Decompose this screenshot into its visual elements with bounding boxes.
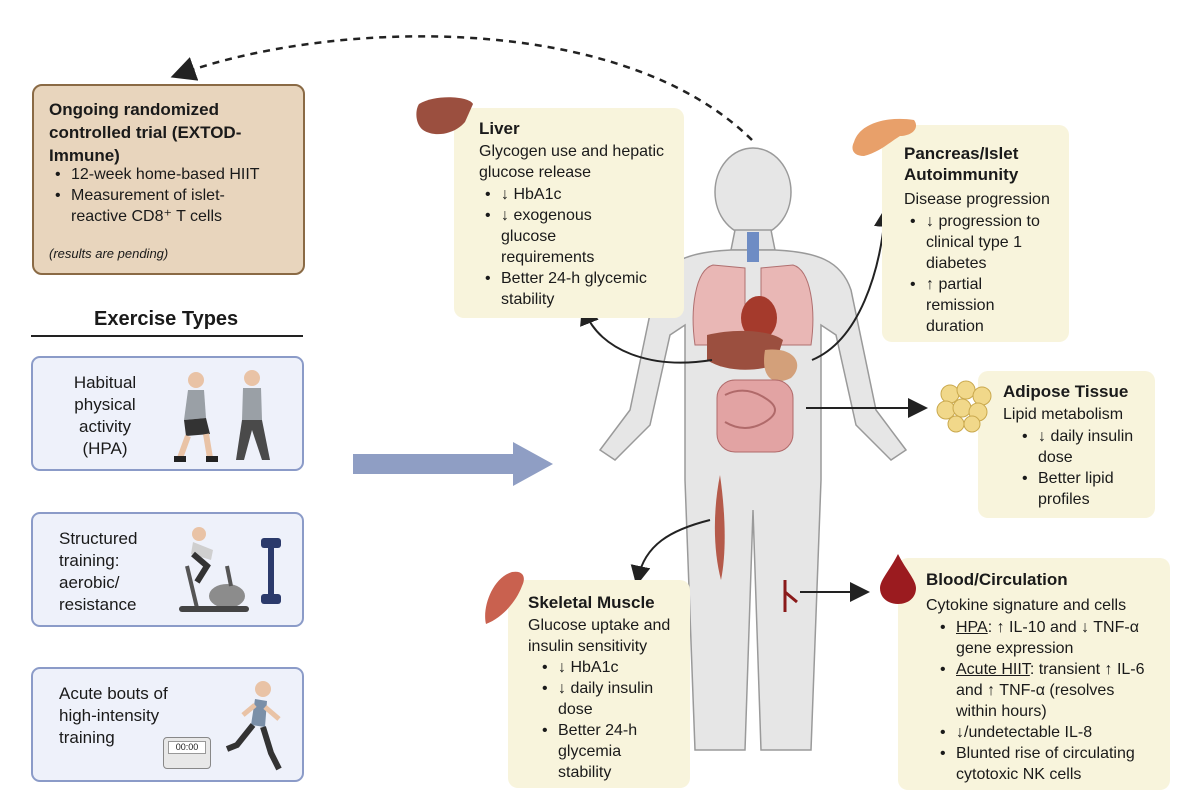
blood-item: Blunted rise of circulating cytotoxic NK… xyxy=(934,743,1159,785)
exercise-type-label: Acute bouts of high-intensity training xyxy=(59,684,168,747)
trial-box: Ongoing randomized controlled trial (EXT… xyxy=(32,84,305,275)
heading-divider xyxy=(31,335,303,337)
pancreas-box: Pancreas/Islet Autoimmunity Disease prog… xyxy=(882,125,1069,342)
exercise-type-hpa: Habitual physical activity (HPA) xyxy=(31,356,304,471)
adipose-title: Adipose Tissue xyxy=(1003,382,1129,401)
stopwatch-icon: 00:00 xyxy=(163,737,211,769)
squat-person-icon xyxy=(174,372,218,462)
pancreas-list: ↓ progression to clinical type 1 diabete… xyxy=(904,211,1054,337)
liver-title: Liver xyxy=(479,119,520,138)
adipose-list: ↓ daily insulin dose Better lipid profil… xyxy=(1016,426,1146,510)
pancreas-item: ↓ progression to clinical type 1 diabete… xyxy=(904,211,1054,274)
liver-list: ↓ HbA1c ↓ exogenous glucose requirements… xyxy=(479,184,679,310)
exercise-type-label: Structured training: aerobic/ resistance xyxy=(59,529,138,614)
blood-subtitle: Cytokine signature and cells xyxy=(926,597,1127,614)
exercise-to-body-arrow xyxy=(353,442,553,486)
runner-icon xyxy=(225,681,282,771)
exercise-heading: Exercise Types xyxy=(94,308,239,330)
adipose-box: Adipose Tissue Lipid metabolism ↓ daily … xyxy=(978,371,1155,518)
blood-item-text: : transient ↑ IL-6 and ↑ TNF-α (resolves… xyxy=(956,661,1145,720)
muscle-title: Skeletal Muscle xyxy=(528,593,655,612)
blood-box: Blood/Circulation Cytokine signature and… xyxy=(898,558,1170,790)
blood-drop-icon xyxy=(880,554,916,604)
blood-item-text: : ↑ IL-10 and ↓ TNF-α gene expression xyxy=(956,619,1139,657)
muscle-list: ↓ HbA1c ↓ daily insulin dose Better 24-h… xyxy=(536,657,676,783)
exercise-type-label: Habitual physical activity (HPA) xyxy=(73,373,137,458)
blood-item-text: ↓/undetectable IL-8 xyxy=(956,724,1093,741)
stopwatch-display: 00:00 xyxy=(168,741,206,754)
muscle-icon xyxy=(485,571,524,624)
muscle-item: ↓ HbA1c xyxy=(536,657,676,678)
blood-item-text: Blunted rise of circulating cytotoxic NK… xyxy=(956,745,1135,783)
muscle-box: Skeletal Muscle Glucose uptake and insul… xyxy=(508,580,690,788)
pancreas-icon xyxy=(852,118,917,156)
blood-item: Acute HIIT: transient ↑ IL-6 and ↑ TNF-α… xyxy=(934,659,1159,722)
blood-list: HPA: ↑ IL-10 and ↓ TNF-α gene expression… xyxy=(934,617,1159,785)
pancreas-subtitle: Disease progression xyxy=(904,191,1050,208)
pancreas-item: ↑ partial remission duration xyxy=(904,274,1054,337)
trial-title: Ongoing randomized controlled trial (EXT… xyxy=(49,100,242,165)
walking-person-icon xyxy=(236,370,270,460)
trial-item: 12-week home-based HIIT xyxy=(49,164,279,185)
exercise-type-acute: Acute bouts of high-intensity training 0… xyxy=(31,667,304,782)
muscle-item: Better 24-h glycemia stability xyxy=(536,720,658,783)
blood-title: Blood/Circulation xyxy=(926,570,1068,589)
liver-item: Better 24-h glycemic stability xyxy=(479,268,679,310)
liver-item: ↓ HbA1c xyxy=(479,184,679,205)
trial-list: 12-week home-based HIIT Measurement of i… xyxy=(49,164,279,227)
liver-box: Liver Glycogen use and hepatic glucose r… xyxy=(454,108,684,318)
trial-item: Measurement of islet-reactive CD8⁺ T cel… xyxy=(49,185,279,227)
pancreas-title: Pancreas/Islet Autoimmunity xyxy=(904,144,1019,184)
blood-item-lead: HPA xyxy=(956,619,988,636)
blood-item: HPA: ↑ IL-10 and ↓ TNF-α gene expression xyxy=(934,617,1159,659)
adipose-item: Better lipid profiles xyxy=(1016,468,1146,510)
exercise-bike-icon xyxy=(179,527,249,612)
liver-item: ↓ exogenous glucose requirements xyxy=(479,205,621,268)
exercise-type-structured: Structured training: aerobic/ resistance xyxy=(31,512,304,627)
adipose-subtitle: Lipid metabolism xyxy=(1003,406,1124,423)
dumbbell-icon xyxy=(261,538,281,604)
adipose-item: ↓ daily insulin dose xyxy=(1016,426,1146,468)
liver-subtitle: Glycogen use and hepatic glucose release xyxy=(479,143,665,181)
blood-item: ↓/undetectable IL-8 xyxy=(934,722,1159,743)
adipose-icon xyxy=(936,380,992,433)
human-body-illustration xyxy=(598,147,908,751)
muscle-subtitle: Glucose uptake and insulin sensitivity xyxy=(528,617,671,655)
liver-icon xyxy=(416,97,473,135)
muscle-item: ↓ daily insulin dose xyxy=(536,678,676,720)
blood-item-lead: Acute HIIT xyxy=(956,661,1030,678)
trial-note: (results are pending) xyxy=(49,246,169,261)
